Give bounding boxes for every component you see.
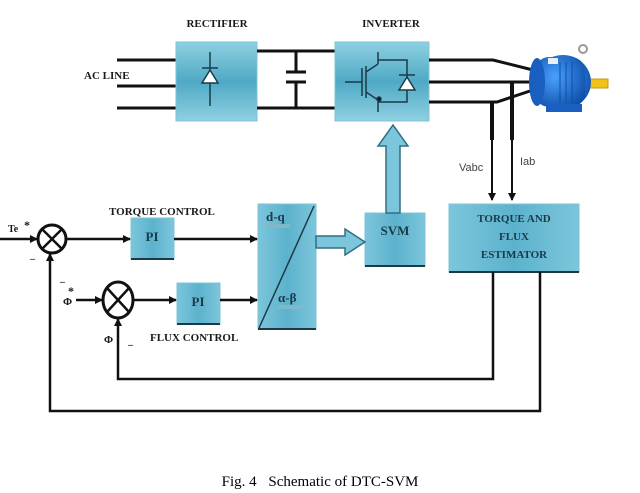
svm-label: SVM bbox=[381, 223, 410, 238]
estimator-label-line1: TORQUE AND bbox=[477, 213, 551, 225]
flux-feedback-label: Φ bbox=[104, 334, 113, 346]
te-ref-label: Te bbox=[8, 224, 19, 235]
pi-torque-block: PI bbox=[130, 217, 175, 260]
dq-alphabeta-transform-block: d-q α-β bbox=[257, 203, 317, 330]
figure-number: Fig. 4 bbox=[221, 474, 257, 490]
flux-ref-label: Φ bbox=[63, 296, 72, 308]
igbt-icon bbox=[345, 52, 408, 112]
ac-line-label: AC LINE bbox=[84, 70, 130, 82]
freewheel-diode-icon bbox=[397, 74, 417, 91]
flux-ref-star: * bbox=[68, 284, 74, 298]
inverter-label: INVERTER bbox=[362, 18, 421, 30]
dq-label: d-q bbox=[266, 209, 286, 224]
svm-to-inverter-arrow bbox=[376, 123, 410, 214]
rectifier-label: RECTIFIER bbox=[186, 18, 248, 30]
iab-label: Iab bbox=[520, 156, 535, 168]
ac-line-wires bbox=[117, 58, 176, 110]
diode-icon bbox=[200, 52, 220, 106]
flux-control-label: FLUX CONTROL bbox=[150, 332, 238, 344]
te-ref-star: * bbox=[24, 218, 30, 232]
figure-caption: Fig. 4 Schematic of DTC-SVM bbox=[0, 474, 640, 491]
torque-feedback-loop bbox=[46, 253, 542, 413]
torque-minus-sign: _ bbox=[29, 250, 36, 261]
figure-title: Schematic of DTC-SVM bbox=[268, 474, 419, 490]
flux-ref-minus-sign: _ bbox=[59, 273, 66, 284]
estimator-label-line2: FLUX bbox=[499, 231, 529, 243]
torque-summing-junction bbox=[36, 223, 68, 255]
pi-torque-label: PI bbox=[146, 229, 159, 244]
motor-feed-wires bbox=[429, 58, 534, 104]
rectifier-block bbox=[175, 41, 258, 122]
induction-motor-icon bbox=[529, 44, 609, 112]
dtc-svm-schematic: RECTIFIER INVERTER AC LINE bbox=[0, 18, 609, 413]
signal-wires bbox=[0, 235, 258, 304]
flux-minus-sign: _ bbox=[127, 336, 134, 347]
vabc-label: Vabc bbox=[459, 162, 484, 174]
svm-block: SVM bbox=[364, 212, 426, 267]
flux-feedback-loop bbox=[114, 272, 495, 381]
capacitor-icon bbox=[286, 70, 306, 84]
measurement-lines bbox=[488, 82, 516, 201]
alpha-beta-label: α-β bbox=[278, 290, 297, 305]
pi-flux-label: PI bbox=[192, 294, 205, 309]
torque-control-label: TORQUE CONTROL bbox=[109, 206, 215, 218]
flux-summing-junction bbox=[101, 280, 135, 320]
torque-flux-estimator-block: TORQUE AND FLUX ESTIMATOR bbox=[448, 203, 580, 273]
transform-to-svm-arrow bbox=[315, 227, 367, 257]
pi-flux-block: PI bbox=[176, 282, 221, 325]
estimator-label-line3: ESTIMATOR bbox=[481, 249, 548, 261]
inverter-block bbox=[334, 41, 430, 122]
dc-link bbox=[257, 49, 335, 110]
